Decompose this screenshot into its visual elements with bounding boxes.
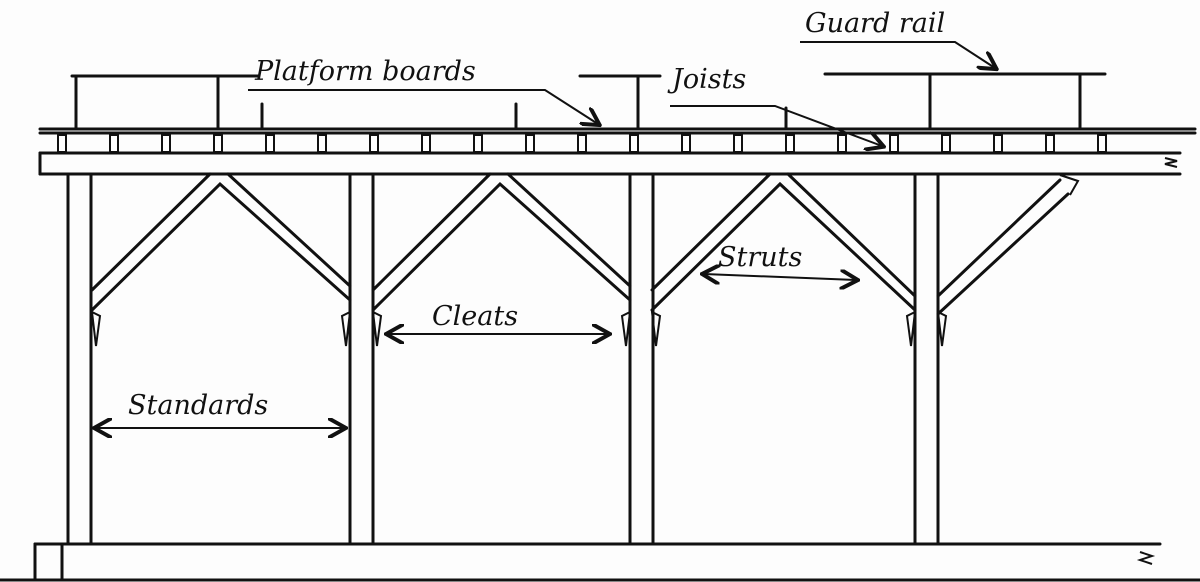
joist xyxy=(1097,134,1107,153)
cleat xyxy=(90,310,102,347)
joist xyxy=(317,134,327,153)
standard xyxy=(913,172,940,546)
joist xyxy=(109,134,119,153)
cleat xyxy=(936,310,948,347)
cleat xyxy=(620,310,632,347)
label-standards: Standards xyxy=(128,390,268,421)
joists xyxy=(57,134,1107,153)
label-joists: Joists xyxy=(667,64,746,95)
joist xyxy=(889,134,899,153)
joist xyxy=(577,134,587,153)
standards xyxy=(66,172,940,546)
joist xyxy=(629,134,639,153)
label-struts: Struts xyxy=(718,242,802,273)
joist xyxy=(993,134,1003,153)
ledger-beam xyxy=(38,151,1182,176)
standard xyxy=(628,172,655,546)
base-sill xyxy=(0,542,1200,582)
cleat xyxy=(650,310,662,347)
joist xyxy=(265,134,275,153)
joist xyxy=(733,134,743,153)
standard xyxy=(66,172,93,546)
label-platform-boards: Platform boards xyxy=(254,56,476,87)
cleat xyxy=(340,310,352,347)
struts xyxy=(90,172,1080,316)
cleat xyxy=(371,310,383,347)
joist xyxy=(161,134,171,153)
guard-rail xyxy=(70,72,1107,130)
label-guard-rail: Guard rail xyxy=(805,8,945,39)
joist xyxy=(369,134,379,153)
joist xyxy=(1045,134,1055,153)
joist xyxy=(837,134,847,153)
cleats xyxy=(90,310,948,347)
joist xyxy=(525,134,535,153)
standard xyxy=(348,172,375,546)
platform-boards xyxy=(38,127,1197,135)
joist xyxy=(681,134,691,153)
joist xyxy=(473,134,483,153)
joist xyxy=(785,134,795,153)
joist xyxy=(213,134,223,153)
joist xyxy=(421,134,431,153)
joist xyxy=(941,134,951,153)
joist xyxy=(57,134,67,153)
cleat xyxy=(905,310,917,347)
label-cleats: Cleats xyxy=(432,301,518,332)
